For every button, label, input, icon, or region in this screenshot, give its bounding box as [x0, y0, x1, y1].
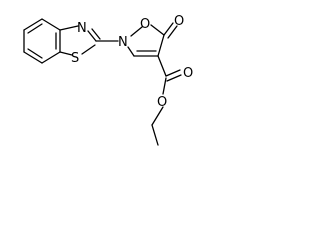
atom-n-isoxazole: N [118, 35, 128, 50]
thiazole-ring [59, 25, 101, 56]
atom-n-thiazole: N [77, 21, 87, 36]
ring-carbonyl [163, 22, 178, 39]
structure-diagram: N S N O O O O [23, 14, 193, 146]
atom-o-ring: O [140, 17, 150, 32]
atom-s-thiazole: S [71, 51, 79, 66]
atom-o-carbonyl: O [174, 14, 184, 29]
benzene-ring [23, 18, 61, 64]
isoxazolone-ring [127, 24, 165, 57]
atom-o-ester-carbonyl: O [183, 66, 193, 81]
atom-o-ester: O [157, 95, 167, 110]
ester-group [151, 55, 182, 146]
